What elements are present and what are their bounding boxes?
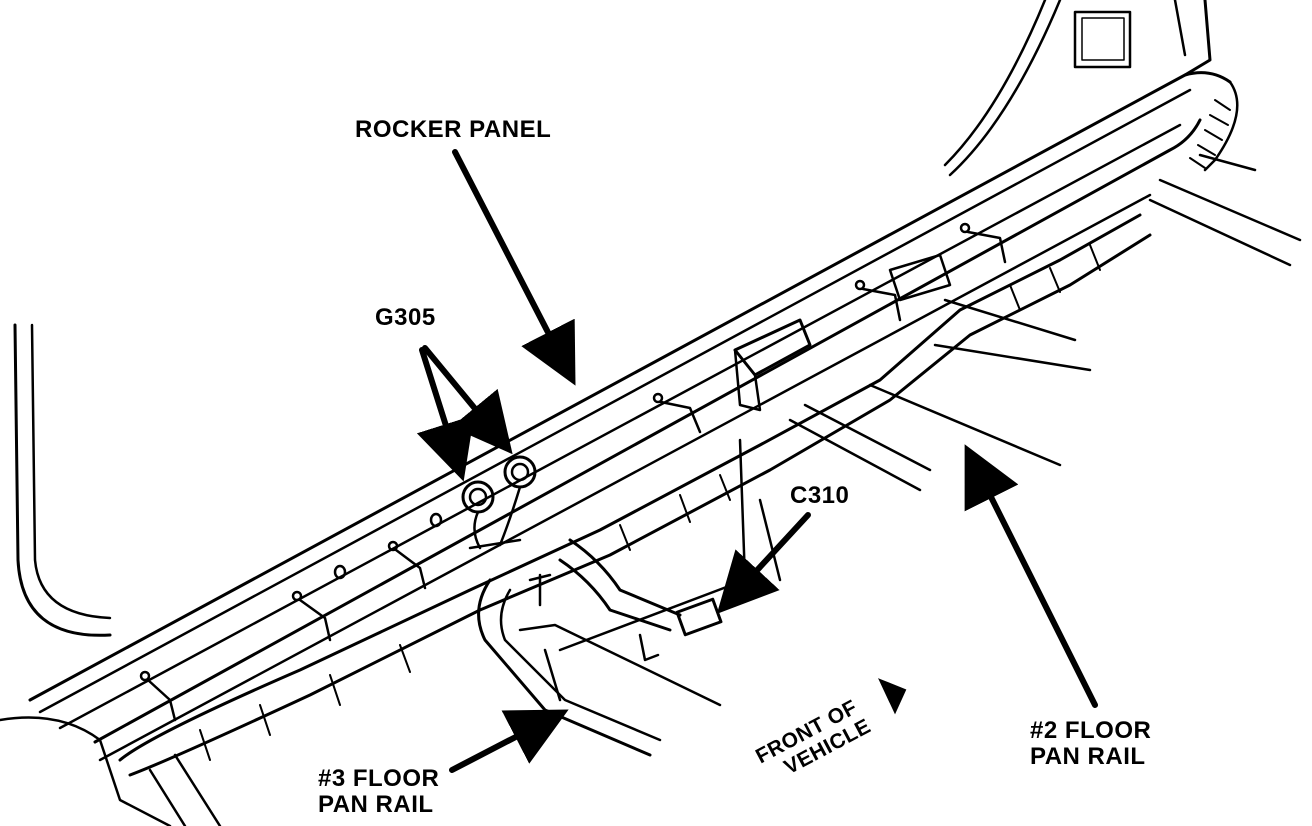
floor-pan-2-rail-b — [1148, 198, 1292, 267]
floor-pan-2-rail-a — [1158, 178, 1302, 242]
lower-left-sill-2 — [148, 768, 187, 826]
floor-pan-rail-2-line2: PAN RAIL — [1030, 743, 1146, 770]
floor-pan-2-rail-g — [788, 418, 922, 492]
door-pillar-right-2 — [1173, 0, 1187, 57]
rocker-panel-edge-2 — [38, 88, 1192, 714]
c310-branch-lower — [558, 558, 672, 632]
rocker-panel-label: ROCKER PANEL — [355, 116, 552, 143]
g305-ring-terminal-1-hole — [468, 487, 488, 507]
crossmember-box — [733, 318, 812, 377]
floor-pan-3-rail-b — [499, 588, 662, 742]
crossmember-box-face — [733, 348, 762, 412]
arrow-rocker-panel — [452, 149, 576, 386]
floor-pan-2-rail-c — [1198, 153, 1257, 172]
rocker-panel-top-edge — [28, 71, 1232, 702]
g305-ring-terminal-2-hole — [510, 462, 530, 482]
floor-pan-2-rail-f — [868, 383, 1062, 467]
c310-connector — [675, 597, 723, 637]
wire-harness-lower — [128, 233, 1152, 777]
floor-pan-rail-3-line1: #3 FLOOR — [318, 765, 440, 792]
g305-label: G305 — [375, 304, 436, 331]
rocker-panel-edge-4 — [93, 118, 1202, 744]
arrow-floor-pan-2 — [964, 444, 1098, 708]
floor-pan-rail-2-label: #2 FLOOR PAN RAIL — [1030, 718, 1151, 770]
floor-pan-2-rail-e — [933, 343, 1092, 372]
door-frame-left-inner — [30, 323, 112, 620]
floor-pan-rail-3-line2: PAN RAIL — [318, 791, 434, 818]
fasteners — [139, 222, 1007, 722]
harness-segments — [199, 244, 1101, 761]
floor-pan-3-rail-d — [543, 648, 562, 702]
door-pillar-right-3 — [948, 0, 1062, 177]
door-frame-left — [13, 323, 112, 637]
door-pillar-right — [1183, 0, 1212, 77]
front-direction-icon — [878, 678, 907, 715]
wire-harness — [118, 213, 1142, 762]
floor-pan-rail-3-label: #3 FLOOR PAN RAIL — [318, 766, 439, 818]
crossmember-box-2 — [888, 253, 952, 302]
arrow-c310 — [716, 512, 811, 614]
rocker-end-hatch — [1189, 99, 1231, 169]
g305-leads — [468, 485, 522, 550]
sill-lower-edge — [98, 193, 1152, 762]
floor-pan-3-rail-c — [518, 623, 722, 707]
door-pillar-right-4 — [943, 0, 1047, 167]
pillar-window — [1073, 10, 1132, 69]
c310-branch — [568, 538, 682, 617]
lower-left-sill-3 — [173, 753, 222, 826]
floor-pan-rail-2-line1: #2 FLOOR — [1030, 717, 1152, 744]
rocker-panel-edge-3 — [58, 123, 1182, 730]
pillar-window-inner — [1081, 17, 1125, 61]
c310-label: C310 — [790, 482, 850, 509]
arrow-g305-2 — [422, 345, 513, 455]
arrow-floor-pan-3 — [449, 709, 569, 773]
lower-left-sill — [0, 716, 172, 826]
g305-ring-terminal-2 — [503, 455, 537, 489]
floor-pan-2-rail-d — [943, 298, 1077, 342]
floor-pan-2-rail-h — [803, 403, 932, 472]
floor-pan-3-rail-a — [477, 578, 652, 757]
